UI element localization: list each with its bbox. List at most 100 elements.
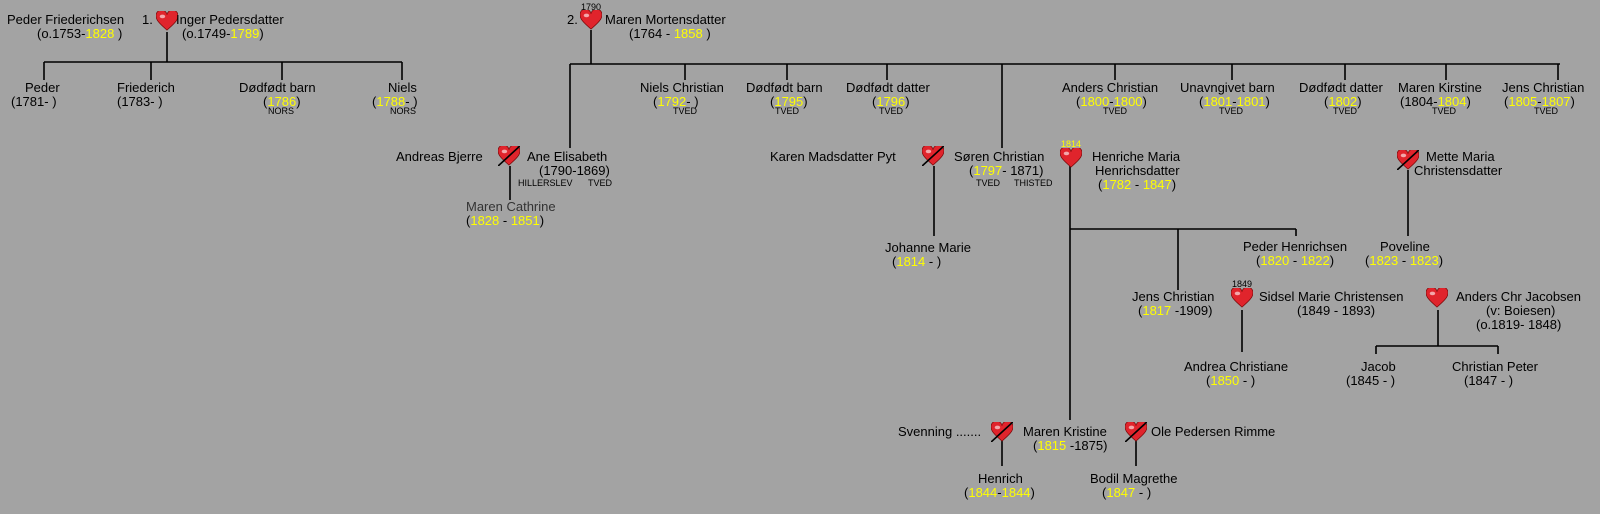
person-jens-christian-2[interactable]: Jens Christian (1817 -1909) bbox=[1132, 290, 1214, 318]
person-peder[interactable]: Peder (1781- ) bbox=[11, 81, 60, 109]
person-name: Dødfødt datter bbox=[846, 80, 930, 95]
person-dates: (1786) bbox=[263, 94, 301, 109]
person-jens-christian-1[interactable]: Jens Christian (1805-1807) bbox=[1502, 81, 1584, 109]
person-dates: (o.1749-1789) bbox=[182, 26, 264, 41]
crossed-heart-icon bbox=[1397, 150, 1419, 170]
person-poveline[interactable]: Poveline (1823 - 1823) bbox=[1365, 240, 1443, 268]
person-anders-christian[interactable]: Anders Christian (1800-1800) bbox=[1062, 81, 1158, 109]
heart-icon bbox=[580, 10, 602, 30]
person-dates: (1795) bbox=[770, 94, 808, 109]
person-name: Dødfødt barn bbox=[746, 80, 823, 95]
person-name: Inger Pedersdatter bbox=[176, 12, 284, 27]
heart-icon bbox=[1426, 288, 1448, 308]
person-place: HILLERSLEV bbox=[518, 178, 573, 188]
person-name: Jens Christian bbox=[1502, 80, 1585, 95]
person-name: Christensdatter bbox=[1414, 163, 1503, 178]
person-name: Unavngivet barn bbox=[1180, 80, 1275, 95]
person-dates: (1802) bbox=[1324, 94, 1362, 109]
person-dates: (1792- ) bbox=[653, 94, 699, 109]
person-name: Niels Christian bbox=[640, 80, 724, 95]
person-name: Dødfødt datter bbox=[1299, 80, 1383, 95]
person-christian-peter[interactable]: Christian Peter (1847 - ) bbox=[1452, 360, 1538, 388]
person-name: Johanne Marie bbox=[885, 240, 971, 255]
person-place: TVED bbox=[775, 106, 800, 116]
person-dates: (1847 - ) bbox=[1102, 485, 1152, 500]
person-maren-kirstine[interactable]: Maren Kirstine (1804-1804) bbox=[1398, 81, 1482, 109]
person-dodfodt-datter-2[interactable]: Dødfødt datter (1802) bbox=[1299, 81, 1383, 109]
person-name: Bodil Magrethe bbox=[1090, 471, 1178, 486]
person-henrich[interactable]: Henrich (1844-1844) bbox=[964, 472, 1035, 500]
person-niels-christian[interactable]: Niels Christian (1792- ) bbox=[640, 81, 724, 109]
person-ole-pedersen-rimme[interactable]: Ole Pedersen Rimme bbox=[1151, 424, 1276, 439]
person-peder-friederichsen[interactable]: Peder Friederichsen (o.1753-1828 ) bbox=[7, 13, 124, 41]
marriage-number: 2. bbox=[567, 12, 578, 27]
person-soren-christian[interactable]: Søren Christian (1797- 1871) bbox=[954, 150, 1044, 178]
person-maren-kristine[interactable]: Maren Kristine (1815 -1875) bbox=[1023, 425, 1107, 453]
person-place: NORS bbox=[268, 106, 295, 116]
person-dates: (1804-1804) bbox=[1400, 94, 1471, 109]
person-place: TVED bbox=[1219, 106, 1244, 116]
person-jacob[interactable]: Jacob (1845 - ) bbox=[1346, 360, 1396, 388]
person-name: Anders Christian bbox=[1062, 80, 1159, 95]
person-name: Jens Christian bbox=[1132, 289, 1215, 304]
person-place: THISTED bbox=[1014, 178, 1053, 188]
person-name: Maren Kristine bbox=[1023, 424, 1107, 439]
marriage-year: 1849 bbox=[1232, 279, 1253, 289]
person-name: Andrea Christiane bbox=[1184, 359, 1289, 374]
person-name: Ane Elisabeth bbox=[527, 149, 608, 164]
person-place: TVED bbox=[1103, 106, 1128, 116]
person-dates: (1801-1801) bbox=[1199, 94, 1270, 109]
person-dates: (1814 - ) bbox=[892, 254, 942, 269]
person-name: Søren Christian bbox=[954, 149, 1045, 164]
person-place: TVED bbox=[673, 106, 698, 116]
person-name: Henrichsdatter bbox=[1095, 163, 1180, 178]
person-name: Peder bbox=[25, 80, 60, 95]
person-peder-henrichsen[interactable]: Peder Henrichsen (1820 - 1822) bbox=[1243, 240, 1347, 268]
person-place: TVED bbox=[1534, 106, 1559, 116]
person-dates: (1844-1844) bbox=[964, 485, 1035, 500]
person-name: Friederich bbox=[117, 80, 175, 95]
person-dates: (1847 - ) bbox=[1464, 373, 1514, 388]
person-place: TVED bbox=[1432, 106, 1457, 116]
person-niels[interactable]: Niels (1788- ) bbox=[372, 81, 418, 109]
person-name: (v: Boiesen) bbox=[1486, 303, 1556, 318]
person-henriche-maria[interactable]: Henriche Maria Henrichsdatter (1782 - 18… bbox=[1092, 150, 1180, 192]
person-dates: (o.1753-1828 ) bbox=[37, 26, 123, 41]
person-place: TVED bbox=[879, 106, 904, 116]
person-name: Sidsel Marie Christensen bbox=[1259, 289, 1404, 304]
person-place: TVED bbox=[1333, 106, 1358, 116]
crossed-heart-icon bbox=[991, 422, 1013, 442]
person-svenning[interactable]: Svenning ....... bbox=[898, 424, 982, 439]
person-dodfodt-barn-1[interactable]: Dødfødt barn (1786) bbox=[239, 81, 316, 109]
person-johanne-marie[interactable]: Johanne Marie (1814 - ) bbox=[885, 241, 971, 269]
person-andreas-bjerre[interactable]: Andreas Bjerre bbox=[396, 149, 483, 164]
person-karen-madsdatter-pyt[interactable]: Karen Madsdatter Pyt bbox=[770, 149, 896, 164]
person-friederich[interactable]: Friederich (1783- ) bbox=[117, 81, 175, 109]
person-name: Niels bbox=[388, 80, 417, 95]
person-mette-maria[interactable]: Mette Maria Christensdatter bbox=[1414, 150, 1502, 178]
person-inger[interactable]: Inger Pedersdatter (o.1749-1789) bbox=[176, 13, 284, 41]
person-sidsel-marie[interactable]: Sidsel Marie Christensen (1849 - 1893) bbox=[1259, 290, 1404, 318]
person-ane-elisabeth[interactable]: Ane Elisabeth (1790-1869) bbox=[527, 150, 610, 178]
person-dodfodt-barn-2[interactable]: Dødfødt barn (1795) bbox=[746, 81, 823, 109]
person-dates: (1805-1807) bbox=[1504, 94, 1575, 109]
person-dates: (1845 - ) bbox=[1346, 373, 1396, 388]
person-name: Mette Maria bbox=[1426, 149, 1495, 164]
person-unavngivet-barn[interactable]: Unavngivet barn (1801-1801) bbox=[1180, 81, 1275, 109]
person-maren-mortensdatter[interactable]: Maren Mortensdatter (1764 - 1858 ) bbox=[605, 13, 726, 41]
person-name: Henriche Maria bbox=[1092, 149, 1181, 164]
person-dates: (1788- ) bbox=[372, 94, 418, 109]
crossed-heart-icon bbox=[498, 146, 520, 166]
marriage-year: 1814 bbox=[1061, 139, 1082, 149]
person-anders-chr-jacobsen[interactable]: Anders Chr Jacobsen (v: Boiesen) (o.1819… bbox=[1456, 290, 1581, 332]
person-bodil-magrethe[interactable]: Bodil Magrethe (1847 - ) bbox=[1090, 472, 1177, 500]
person-name: Jacob bbox=[1361, 359, 1396, 374]
person-maren-cathrine[interactable]: Maren Cathrine (1828 - 1851) bbox=[466, 200, 556, 228]
person-place: TVED bbox=[976, 178, 1001, 188]
person-dates: (o.1819- 1848) bbox=[1476, 317, 1562, 332]
person-name: Henrich bbox=[978, 471, 1023, 486]
person-andrea-christiane[interactable]: Andrea Christiane (1850 - ) bbox=[1184, 360, 1288, 388]
person-dates: (1815 -1875) bbox=[1033, 438, 1108, 453]
person-dates: (1782 - 1847) bbox=[1098, 177, 1177, 192]
person-dodfodt-datter-1[interactable]: Dødfødt datter (1796) bbox=[846, 81, 930, 109]
